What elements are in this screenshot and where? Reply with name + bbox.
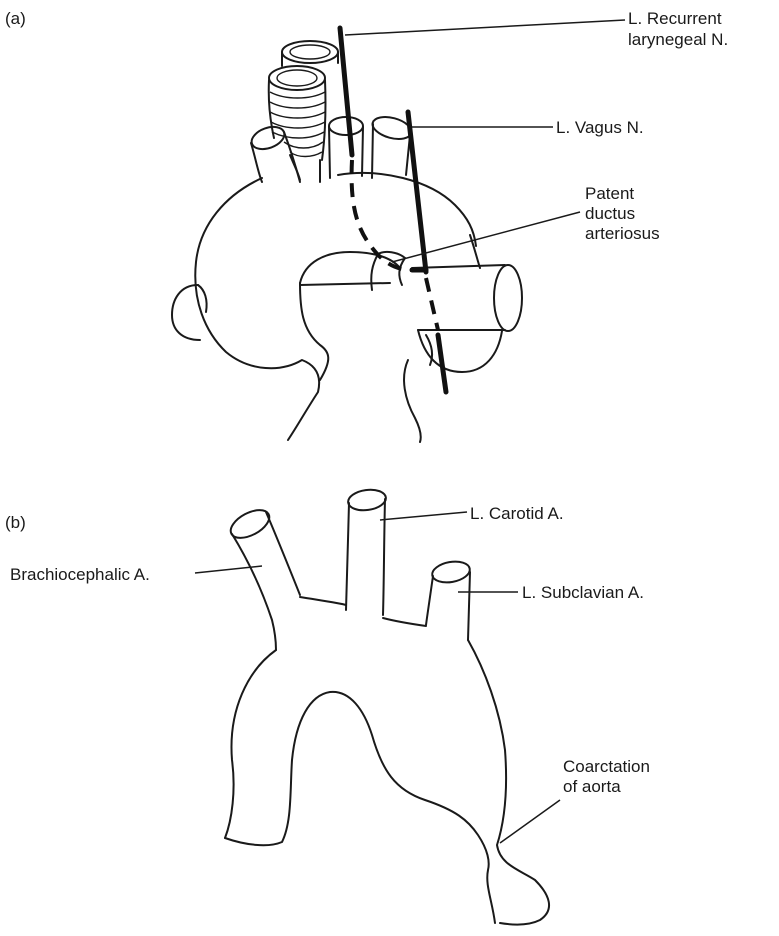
trachea xyxy=(269,41,338,182)
label-subclavian: L. Subclavian A. xyxy=(522,583,644,602)
leader-carotid xyxy=(380,512,467,520)
panel-b: (b) L. Carotid A. xyxy=(5,487,650,924)
label-ductus-line2: ductus xyxy=(585,204,635,223)
aortic-arch-b xyxy=(225,487,549,924)
nerves xyxy=(340,28,446,392)
leader-recurrent xyxy=(345,20,625,35)
label-brachiocephalic: Brachiocephalic A. xyxy=(10,565,150,584)
label-vagus: L. Vagus N. xyxy=(556,118,644,137)
label-coarctation-line2: of aorta xyxy=(563,777,621,796)
panel-a: (a) xyxy=(5,9,728,442)
label-recurrent-line2: larynegeal N. xyxy=(628,30,728,49)
panel-a-label: (a) xyxy=(5,9,26,28)
panel-b-label: (b) xyxy=(5,513,26,532)
label-ductus-line1: Patent xyxy=(585,184,634,203)
aortic-arch-a xyxy=(172,173,522,442)
label-carotid: L. Carotid A. xyxy=(470,504,564,523)
label-ductus-line3: arteriosus xyxy=(585,224,660,243)
label-recurrent-line1: L. Recurrent xyxy=(628,9,722,28)
leader-coarctation xyxy=(500,800,560,843)
label-coarctation-line1: Coarctation xyxy=(563,757,650,776)
